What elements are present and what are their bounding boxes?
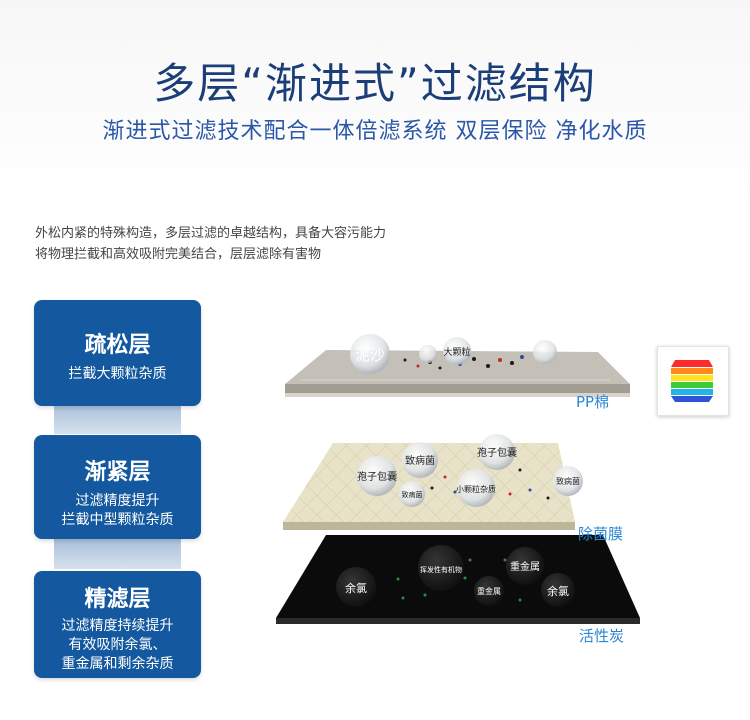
bubble-label: 致病菌 xyxy=(405,454,435,467)
bubble-small xyxy=(533,340,557,364)
bubble-pathogen: 致病菌 xyxy=(402,442,438,478)
layer-card-title: 疏松层 xyxy=(84,333,151,358)
description-line-2: 将物理拦截和高效吸附完美结合，层层滤除有害物 xyxy=(35,247,322,262)
bubble-voc: 挥发性有机物 xyxy=(418,545,464,591)
bubble-spore-cyst: 孢子包囊 xyxy=(357,456,397,496)
bubble-pathogen: 致病菌 xyxy=(399,481,425,507)
bubble-spore-cyst: 孢子包囊 xyxy=(477,434,517,470)
bubble-heavy-metal: 重金属 xyxy=(474,576,504,606)
layer-card-text: 拦截大颗粒杂质 xyxy=(68,366,167,382)
bubble-label: 重金属 xyxy=(477,586,501,596)
bubble-label: 孢子包囊 xyxy=(357,470,397,483)
bubble-large-particles: 大颗粒 xyxy=(443,337,471,365)
bubble-residual-chlorine: 余氯 xyxy=(336,567,376,607)
layer-label-pp-cotton: PP棉 xyxy=(576,393,610,411)
bubble-small-particles: 小颗粒杂质 xyxy=(456,469,496,507)
layer-card-text: 拦截中型颗粒杂质 xyxy=(61,512,174,528)
layer-card-text: 重金属和剩余杂质 xyxy=(61,656,174,672)
page-title: 多层“渐进式”过滤结构 xyxy=(153,59,597,108)
bubble-label: 余氯 xyxy=(345,581,367,595)
card-connector xyxy=(54,539,181,569)
layer-card-text: 过滤精度持续提升 xyxy=(61,618,174,634)
rainbow-layers-icon xyxy=(657,346,729,416)
bubble-label: 小颗粒杂质 xyxy=(456,484,496,494)
layer-card-loose: 疏松层 拦截大颗粒杂质 xyxy=(34,300,201,406)
layer-label-carbon: 活性炭 xyxy=(579,627,625,645)
layer-card-text: 有效吸附余氯、 xyxy=(68,637,167,653)
bubble-pathogen: 致病菌 xyxy=(553,466,583,496)
bubble-heavy-metal: 重金属 xyxy=(506,547,544,585)
bubble-small xyxy=(419,345,437,363)
bubble-label: 孢子包囊 xyxy=(477,446,517,459)
bubble-label: 重金属 xyxy=(510,560,540,573)
description-line-1: 外松内紧的特殊构造，多层过滤的卓越结构，具备大容污能力 xyxy=(35,226,387,241)
layer-card-title: 渐紧层 xyxy=(84,460,151,485)
page-subtitle: 渐进式过滤技术配合一体倍滤系统 双层保险 净化水质 xyxy=(102,119,648,144)
layer-label-membrane: 除菌膜 xyxy=(578,525,624,543)
carbon-particle-debris xyxy=(396,558,522,602)
bubble-label: 致病菌 xyxy=(402,490,423,499)
layer-card-title: 精滤层 xyxy=(84,587,151,612)
bubble-label: 挥发性有机物 xyxy=(420,565,462,574)
layer-card-text: 过滤精度提升 xyxy=(75,493,160,509)
bubble-label: 余氯 xyxy=(547,584,569,598)
bubble-residual-chlorine: 余氯 xyxy=(541,573,575,607)
card-connector xyxy=(54,404,181,434)
header-background xyxy=(0,0,750,200)
layer-card-fine: 精滤层 过滤精度持续提升 有效吸附余氯、 重金属和剩余杂质 xyxy=(34,571,201,678)
bubble-label: 泥沙 xyxy=(355,346,385,364)
bubble-sand: 泥沙 xyxy=(350,334,390,374)
membrane-particle-debris xyxy=(430,468,550,500)
layer-card-gradual: 渐紧层 过滤精度提升 拦截中型颗粒杂质 xyxy=(34,435,201,539)
bubble-label: 大颗粒 xyxy=(443,346,470,358)
bubble-label: 致病菌 xyxy=(556,476,580,486)
